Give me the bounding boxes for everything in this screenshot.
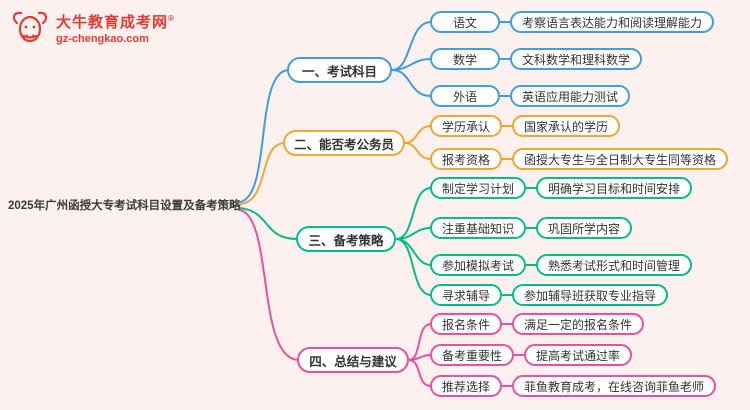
site-domain: gz-chengkao.com bbox=[56, 33, 149, 45]
subtopic-desc: 国家承认的学历 bbox=[512, 115, 621, 137]
row-chinese: 语文 考察语言表达能力和阅读理解能力 bbox=[430, 11, 715, 33]
row-connector bbox=[500, 95, 510, 97]
row-recommendation: 推荐选择 菲鱼教育成考，在线咨询菲鱼老师 bbox=[430, 375, 717, 397]
subtopic-desc: 菲鱼教育成考，在线咨询菲鱼老师 bbox=[512, 375, 717, 397]
subtopic-label: 制定学习计划 bbox=[430, 177, 527, 199]
subtopic-label: 语文 bbox=[430, 11, 500, 33]
row-tutoring: 寻求辅导 参加辅导班获取专业指导 bbox=[430, 284, 669, 306]
bull-logo-icon bbox=[12, 11, 48, 43]
row-degree-recognition: 学历承认 国家承认的学历 bbox=[430, 115, 621, 137]
row-foreign-language: 外语 英语应用能力测试 bbox=[430, 85, 631, 107]
subtopic-desc: 满足一定的报名条件 bbox=[512, 313, 645, 335]
subtopic-desc: 参加辅导班获取专业指导 bbox=[512, 284, 669, 306]
row-math: 数学 文科数学和理科数学 bbox=[430, 48, 643, 70]
subtopic-label: 外语 bbox=[430, 85, 500, 107]
row-basics: 注重基础知识 巩固所学内容 bbox=[430, 217, 633, 239]
subtopic-desc: 熟悉考试形式和时间管理 bbox=[536, 254, 693, 276]
subtopic-label: 注重基础知识 bbox=[430, 217, 527, 239]
subtopic-desc: 提高考试通过率 bbox=[524, 344, 633, 366]
subtopic-desc: 文科数学和理科数学 bbox=[510, 48, 643, 70]
site-name-text: 大牛教育成考网 bbox=[56, 14, 169, 31]
row-connector bbox=[526, 264, 537, 266]
site-name: 大牛教育成考网® bbox=[56, 11, 175, 32]
row-connector bbox=[502, 125, 513, 127]
site-logo: 大牛教育成考网® gz-chengkao.com bbox=[10, 8, 175, 48]
subtopic-desc: 考察语言表达能力和阅读理解能力 bbox=[510, 11, 715, 33]
row-connector bbox=[502, 323, 513, 325]
row-connector bbox=[500, 21, 510, 23]
subtopic-label: 学历承认 bbox=[430, 115, 503, 137]
row-prep-importance: 备考重要性 提高考试通过率 bbox=[430, 344, 633, 366]
branch-prep-strategy: 三、备考策略 bbox=[296, 226, 396, 252]
subtopic-label: 数学 bbox=[430, 48, 500, 70]
branch-exam-subjects: 一、考试科目 bbox=[287, 57, 392, 83]
row-signup-conditions: 报名条件 满足一定的报名条件 bbox=[430, 313, 645, 335]
row-connector bbox=[514, 354, 525, 356]
subtopic-desc: 英语应用能力测试 bbox=[510, 85, 631, 107]
branch-summary: 四、总结与建议 bbox=[297, 347, 409, 373]
subtopic-label: 参加模拟考试 bbox=[430, 254, 527, 276]
logo-text: 大牛教育成考网® gz-chengkao.com bbox=[56, 11, 175, 45]
subtopic-label: 报名条件 bbox=[430, 313, 503, 335]
subtopic-desc: 明确学习目标和时间安排 bbox=[536, 177, 693, 199]
row-connector bbox=[526, 187, 537, 189]
subtopic-desc: 巩固所学内容 bbox=[536, 217, 633, 239]
subtopic-desc: 函授大专生与全日制大专生同等资格 bbox=[512, 148, 729, 170]
row-connector bbox=[502, 385, 513, 387]
row-application-eligibility: 报考资格 函授大专生与全日制大专生同等资格 bbox=[430, 148, 729, 170]
subtopic-label: 备考重要性 bbox=[430, 344, 515, 366]
subtopic-label: 报考资格 bbox=[430, 148, 503, 170]
row-study-plan: 制定学习计划 明确学习目标和时间安排 bbox=[430, 177, 693, 199]
branch-civil-service: 二、能否考公务员 bbox=[283, 130, 405, 156]
trademark-symbol: ® bbox=[168, 14, 175, 23]
root-topic: 2025年广州函授大专考试科目设置及备考策略 bbox=[8, 200, 241, 212]
subtopic-label: 推荐选择 bbox=[430, 375, 503, 397]
row-connector bbox=[502, 158, 513, 160]
subtopic-label: 寻求辅导 bbox=[430, 284, 503, 306]
row-mock-exams: 参加模拟考试 熟悉考试形式和时间管理 bbox=[430, 254, 693, 276]
row-connector bbox=[526, 227, 537, 229]
row-connector bbox=[500, 58, 510, 60]
row-connector bbox=[502, 294, 513, 296]
